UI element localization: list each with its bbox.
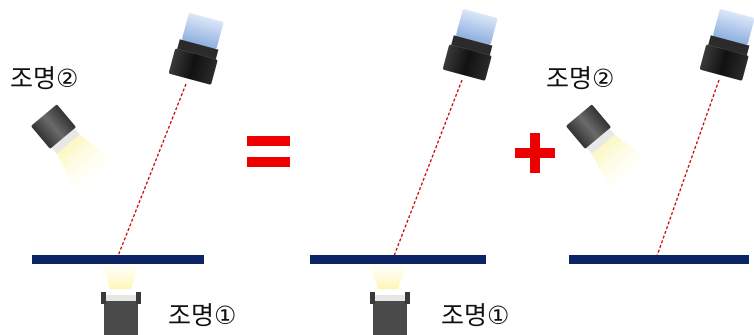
surface-1 — [32, 255, 204, 264]
camera-2 — [442, 9, 498, 81]
light1-beam-1 — [103, 265, 139, 289]
light2-lamp-2 — [566, 105, 648, 191]
camera-icon — [168, 13, 224, 85]
light1-label-2: 조명① — [441, 301, 510, 330]
light2-label-2: 조명② — [546, 64, 615, 93]
light2-label-1: 조명② — [10, 64, 79, 93]
light-beam-icon — [591, 134, 648, 191]
camera-icon — [699, 9, 754, 81]
equals-operator — [247, 136, 290, 167]
plus-operator — [515, 133, 555, 173]
camera-ray-2 — [393, 79, 463, 257]
light1-lamp-2 — [370, 292, 410, 335]
camera-ray-1 — [117, 83, 187, 257]
camera-1 — [168, 13, 224, 85]
light1-label-1: 조명① — [168, 301, 237, 330]
camera-3 — [699, 9, 754, 81]
surface-2 — [310, 255, 486, 264]
lamp-icon — [31, 105, 113, 191]
light1-lamp-1 — [101, 292, 141, 335]
light1-beam-2 — [370, 265, 406, 289]
light-beam-icon — [56, 134, 113, 191]
camera-icon — [442, 9, 498, 81]
surface-3 — [569, 255, 749, 264]
camera-ray-3 — [656, 79, 720, 257]
light2-lamp-1 — [31, 105, 113, 191]
lamp-icon — [566, 105, 648, 191]
